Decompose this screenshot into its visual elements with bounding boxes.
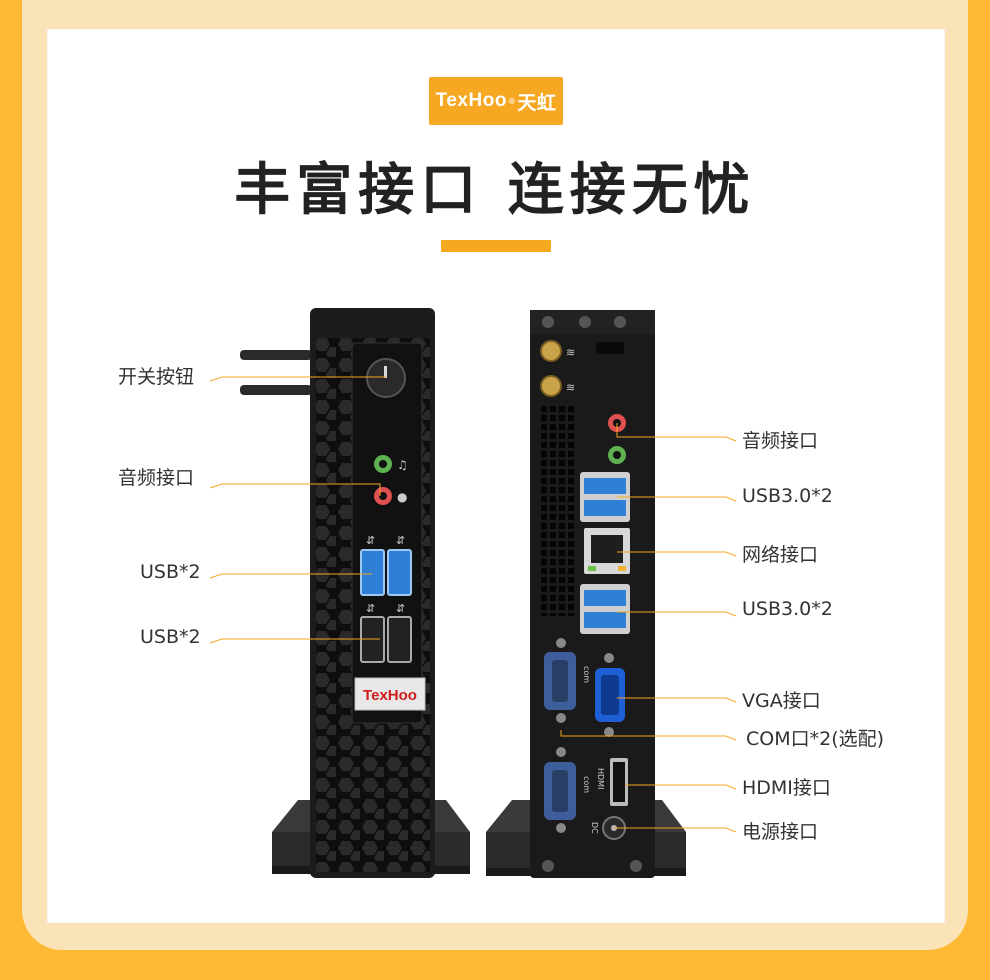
headphone-icon: ♫ [397,458,408,472]
title-underline [441,240,551,252]
logo-registered-mark: ® [508,96,516,106]
front-device: ♫ ● ⇵ ⇵ ⇵ ⇵ TexHoo [240,308,470,878]
label-vga: VGA接口 [742,690,821,712]
logo-text: TexHoo [435,90,507,111]
front-badge-text: TexHoo [363,687,417,704]
callout-lines [209,376,737,833]
label-front-usb3: USB*2 [140,561,201,583]
label-rear-usb3-2: USB3.0*2 [742,598,833,620]
front-usb2-port-2 [387,616,412,663]
usb-icon-1: ⇵ [366,534,375,547]
front-usb3-port-1 [360,549,385,596]
com-marking-2: com [582,776,591,793]
com-marking-1: com [582,666,591,683]
label-front-usb2: USB*2 [140,626,201,648]
mic-icon: ● [397,490,407,504]
usb-icon-3: ⇵ [366,602,375,615]
label-rear-usb3-1: USB3.0*2 [742,485,833,507]
antenna-1 [240,350,312,360]
usb-icon-4: ⇵ [396,602,405,615]
hdmi-marking: HDMI [596,768,605,789]
wifi-icon-1: ≋ [566,346,575,359]
logo-cn-text: 天虹 [517,92,557,114]
front-badge [354,677,426,711]
rear-device: ≋ ≋ com [486,310,686,878]
dc-marking: DC [590,822,599,834]
content-card [48,30,944,922]
antenna-2 [240,385,312,395]
wifi-icon-2: ≋ [566,381,575,394]
front-usb3-port-2 [387,549,412,596]
label-rear-audio: 音频接口 [742,430,819,452]
label-hdmi: HDMI接口 [742,777,831,799]
label-power-port: 电源接口 [742,821,819,843]
label-ethernet: 网络接口 [742,544,819,566]
page-title: 丰富接口 连接无忧 [234,158,756,223]
label-com: COM口*2(选配) [746,728,885,750]
rear-vent [538,406,574,616]
usb-icon-2: ⇵ [396,534,405,547]
label-power-button: 开关按钮 [118,366,195,388]
brand-logo: TexHoo®天虹 [429,77,563,125]
antenna-connector-2 [540,375,562,397]
antenna-connector-1 [540,340,562,362]
label-front-audio: 音频接口 [118,467,195,489]
